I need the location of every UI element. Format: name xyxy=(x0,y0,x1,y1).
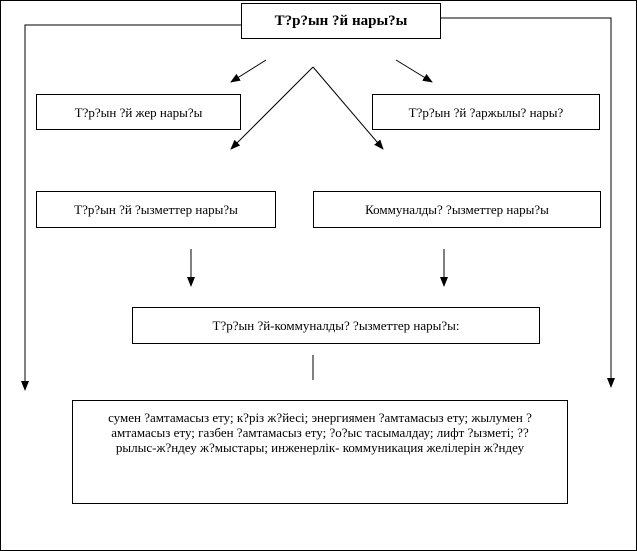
services-list-box: сумен ?амтамасыз ету; к?різ ж?йесі; энер… xyxy=(72,400,568,504)
housing-services-box: Т?р?ын ?й ?ызметтер нары?ы xyxy=(36,191,276,228)
communal-services-label: Коммуналды? ?ызметтер нары?ы xyxy=(365,202,549,217)
root-to-land-arrow xyxy=(230,59,267,83)
fork-to-communal-services-arrow xyxy=(312,66,384,150)
land-market-box: Т?р?ын ?й жер нары?ы xyxy=(36,94,241,130)
fork-to-housing-services-arrow xyxy=(230,66,314,150)
right-outer-arrow xyxy=(441,17,615,388)
services-list-text: сумен ?амтамасыз ету; к?різ ж?йесі; энер… xyxy=(108,410,532,455)
combined-market-label: Т?р?ын ?й-коммуналды? ?ызметтер нары?ы: xyxy=(212,318,460,333)
root-box: Т?р?ын ?й нары?ы xyxy=(241,3,441,39)
communal-services-box: Коммуналды? ?ызметтер нары?ы xyxy=(313,191,601,228)
land-market-label: Т?р?ын ?й жер нары?ы xyxy=(74,104,203,120)
root-to-finance-arrow xyxy=(395,59,433,83)
housing-services-label: Т?р?ын ?й ?ызметтер нары?ы xyxy=(74,202,238,217)
finance-market-label: Т?р?ын ?й ?аржылы? нары? xyxy=(408,104,564,120)
left-outer-arrow xyxy=(21,24,241,391)
combined-market-box: Т?р?ын ?й-коммуналды? ?ызметтер нары?ы: xyxy=(132,307,540,344)
root-label: Т?р?ын ?й нары?ы xyxy=(274,12,408,29)
finance-market-box: Т?р?ын ?й ?аржылы? нары? xyxy=(372,94,600,130)
